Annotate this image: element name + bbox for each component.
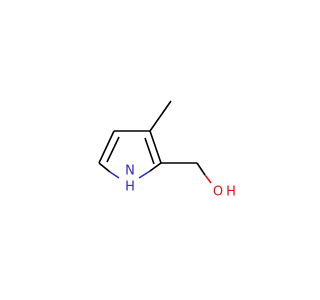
oxygen-hydrogen: H <box>226 185 236 200</box>
bond-c3-methyl <box>149 100 172 132</box>
bond-c4-c5-inner <box>106 136 120 163</box>
pyrrole-ring <box>98 130 162 179</box>
oxygen-symbol: O <box>213 185 223 200</box>
nitrogen-hydrogen: H <box>125 180 135 195</box>
nitrogen-symbol: N <box>125 164 135 179</box>
nh-label: N H <box>125 164 135 195</box>
bond-c5-n1-b <box>109 171 120 179</box>
bond-n1-c2-b <box>149 162 162 172</box>
bond-c4-c5 <box>98 130 115 164</box>
bond-ch2-o-a <box>196 162 206 176</box>
bond-c2-c3 <box>149 130 162 164</box>
bond-ch2-o-b <box>204 174 212 184</box>
hydroxymethyl-group <box>161 162 212 184</box>
bond-n1-c2-a <box>138 170 151 179</box>
bond-c5-n1-a <box>98 162 111 173</box>
molecule-structure: N H O H <box>98 100 236 200</box>
oh-label: O H <box>213 185 236 200</box>
bond-c2-c3-inner <box>144 137 155 165</box>
